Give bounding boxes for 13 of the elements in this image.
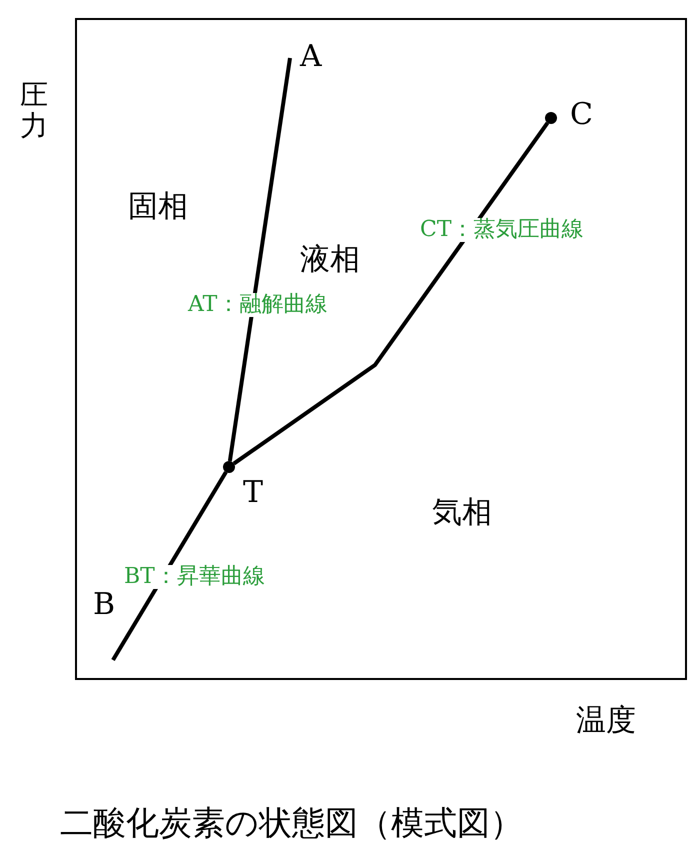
caption: 二酸化炭素の状態図（模式図） <box>60 806 523 839</box>
phase-label: 固相 <box>128 190 188 223</box>
phase-boundary-line <box>111 471 228 662</box>
phase-boundary-line <box>228 58 292 462</box>
phase-label: 気相 <box>432 496 492 529</box>
curve-label: CT：蒸気圧曲線 <box>420 218 584 242</box>
axis-label: 圧力 <box>20 80 48 142</box>
point-label: C <box>570 100 593 130</box>
phase-label: 液相 <box>300 243 360 276</box>
phase-boundary-line <box>232 122 550 466</box>
curve-label: BT：昇華曲線 <box>124 565 265 590</box>
point-label: T <box>243 478 264 508</box>
curve-label: AT：融解曲線 <box>188 293 328 318</box>
